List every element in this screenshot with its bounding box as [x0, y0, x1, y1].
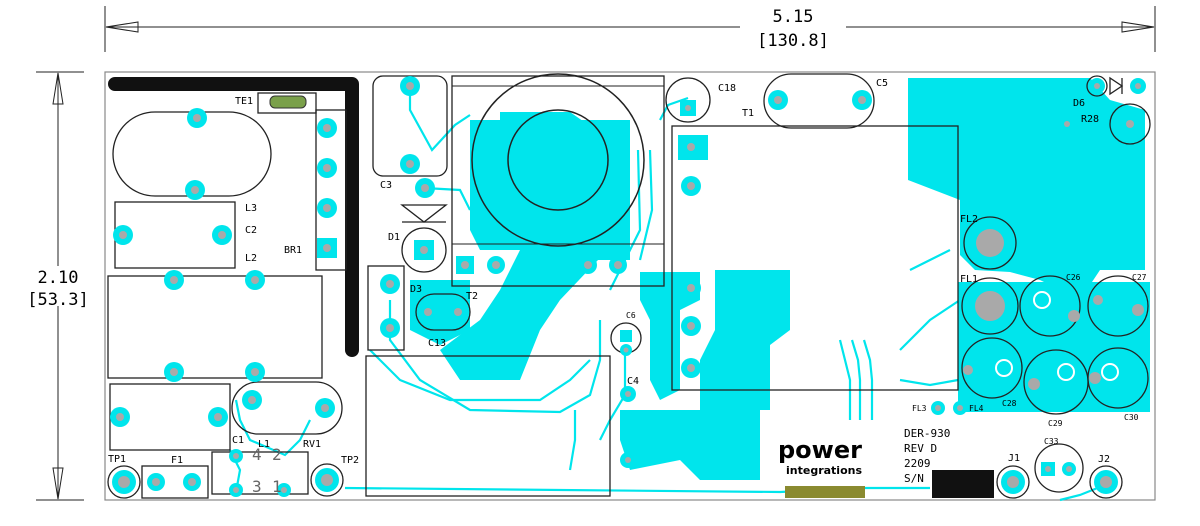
label-tp1: TP1 [108, 454, 126, 465]
label-l1: L1 [258, 439, 270, 450]
label-d3: D3 [410, 284, 422, 295]
label-te1: TE1 [235, 96, 253, 107]
label-rv1: RV1 [303, 439, 321, 450]
label-c3: C3 [380, 180, 392, 191]
label-pin1: 1 [272, 477, 282, 496]
label-pin3: 3 [252, 477, 262, 496]
label-l3: L3 [245, 203, 257, 214]
label-fl4: FL4 [969, 404, 984, 413]
label-t2: T2 [466, 291, 478, 302]
label-tp2: TP2 [341, 455, 359, 466]
copper-pours [410, 78, 1150, 480]
label-pin2: 2 [272, 445, 282, 464]
label-c4: C4 [627, 376, 639, 387]
label-fl3: FL3 [912, 404, 927, 413]
board-der-number: DER-930 [904, 427, 950, 440]
height-dimension: 2.10 [53.3] [27, 71, 89, 501]
power-integrations-logo: power integrations [778, 436, 862, 477]
label-br1: BR1 [284, 245, 302, 256]
label-c5: C5 [876, 78, 888, 89]
width-metric: [130.8] [757, 31, 829, 51]
label-c33: C33 [1044, 437, 1059, 446]
silkscreen-labels: TE1 L3 C2 L2 BR1 C3 D1 D3 T2 C13 C18 T1 … [108, 78, 1147, 496]
label-c29: C29 [1048, 419, 1063, 428]
label-pin4: 4 [252, 445, 262, 464]
board-revision: REV D [904, 442, 937, 455]
board-serial-label: S/N [904, 472, 924, 485]
label-c18: C18 [718, 83, 736, 94]
label-c28: C28 [1002, 399, 1017, 408]
pads [110, 76, 1146, 497]
label-c30: C30 [1124, 413, 1139, 422]
label-t1: T1 [742, 108, 754, 119]
label-fl2: FL2 [960, 214, 978, 225]
label-j1: J1 [1008, 453, 1020, 464]
label-r28: R28 [1081, 114, 1099, 125]
label-c26: C26 [1066, 273, 1081, 282]
width-dimension: 5.15 [130.8] [104, 6, 1156, 52]
label-fl1: FL1 [960, 274, 978, 285]
label-c1: C1 [232, 435, 244, 446]
label-d6: D6 [1073, 98, 1085, 109]
label-j2: J2 [1098, 454, 1110, 465]
height-metric: [53.3] [27, 290, 88, 310]
board-info-block: DER-930 REV D 2209 S/N [904, 427, 950, 485]
label-c27: C27 [1132, 273, 1147, 282]
logo-brand-bottom: integrations [786, 464, 862, 477]
width-value: 5.15 [773, 7, 814, 27]
height-value: 2.10 [38, 268, 79, 288]
label-c6: C6 [626, 311, 636, 320]
label-c13: C13 [428, 338, 446, 349]
label-c2: C2 [245, 225, 257, 236]
hv-bus-trace [108, 77, 359, 357]
label-f1: F1 [171, 455, 183, 466]
label-l2: L2 [245, 253, 257, 264]
board-date-code: 2209 [904, 457, 931, 470]
logo-brand-top: power [778, 436, 862, 464]
label-d1: D1 [388, 232, 400, 243]
